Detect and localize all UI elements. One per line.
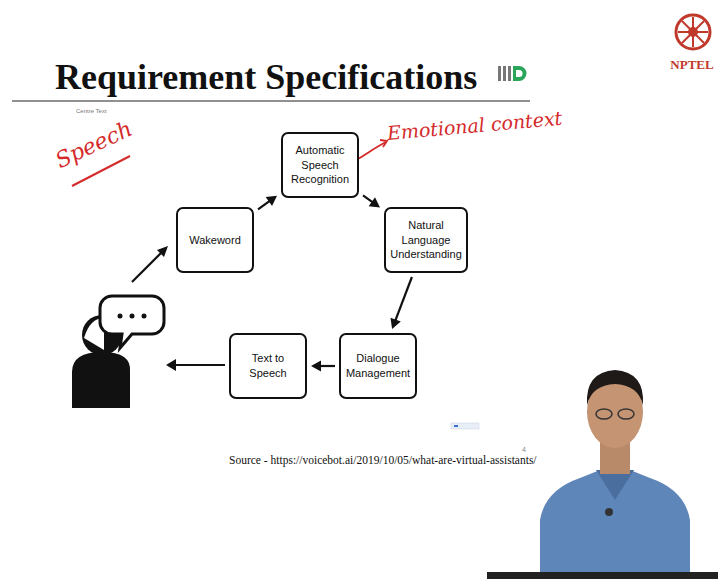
box-text: Natural Language Understanding	[390, 218, 462, 263]
process-box: Dialogue Management	[339, 333, 417, 399]
placeholder-text: Centre Text	[76, 108, 107, 114]
slide-widget	[451, 423, 479, 429]
process-box: Wakeword	[176, 207, 254, 273]
logo-text: NPTEL	[670, 57, 713, 73]
presenter	[487, 370, 718, 579]
process-box: Text to Speech	[229, 333, 307, 399]
flow-arrow	[363, 195, 380, 207]
source-citation: Source - https://voicebot.ai/2019/10/05/…	[229, 454, 537, 466]
box-text: Automatic Speech Recognition	[287, 143, 353, 188]
box-text: Dialogue Management	[345, 351, 411, 381]
handwritten-note: Emotional context	[386, 107, 563, 144]
nptel-emblem	[676, 15, 710, 49]
box-text: Wakeword	[189, 233, 241, 248]
process-box: Natural Language Understanding	[384, 207, 468, 273]
page-number: 4	[522, 446, 526, 453]
user-icon	[72, 296, 164, 408]
iiitd-logo	[498, 66, 527, 81]
title-rule	[12, 100, 530, 101]
handwritten-note: Speech	[51, 116, 136, 173]
slide-title: Requirement Specifications	[55, 56, 477, 98]
flow-arrow	[391, 277, 412, 329]
flow-arrow	[258, 196, 277, 210]
flow-arrow	[311, 361, 335, 372]
box-text: Text to Speech	[235, 351, 301, 381]
process-box: Automatic Speech Recognition	[281, 132, 359, 198]
